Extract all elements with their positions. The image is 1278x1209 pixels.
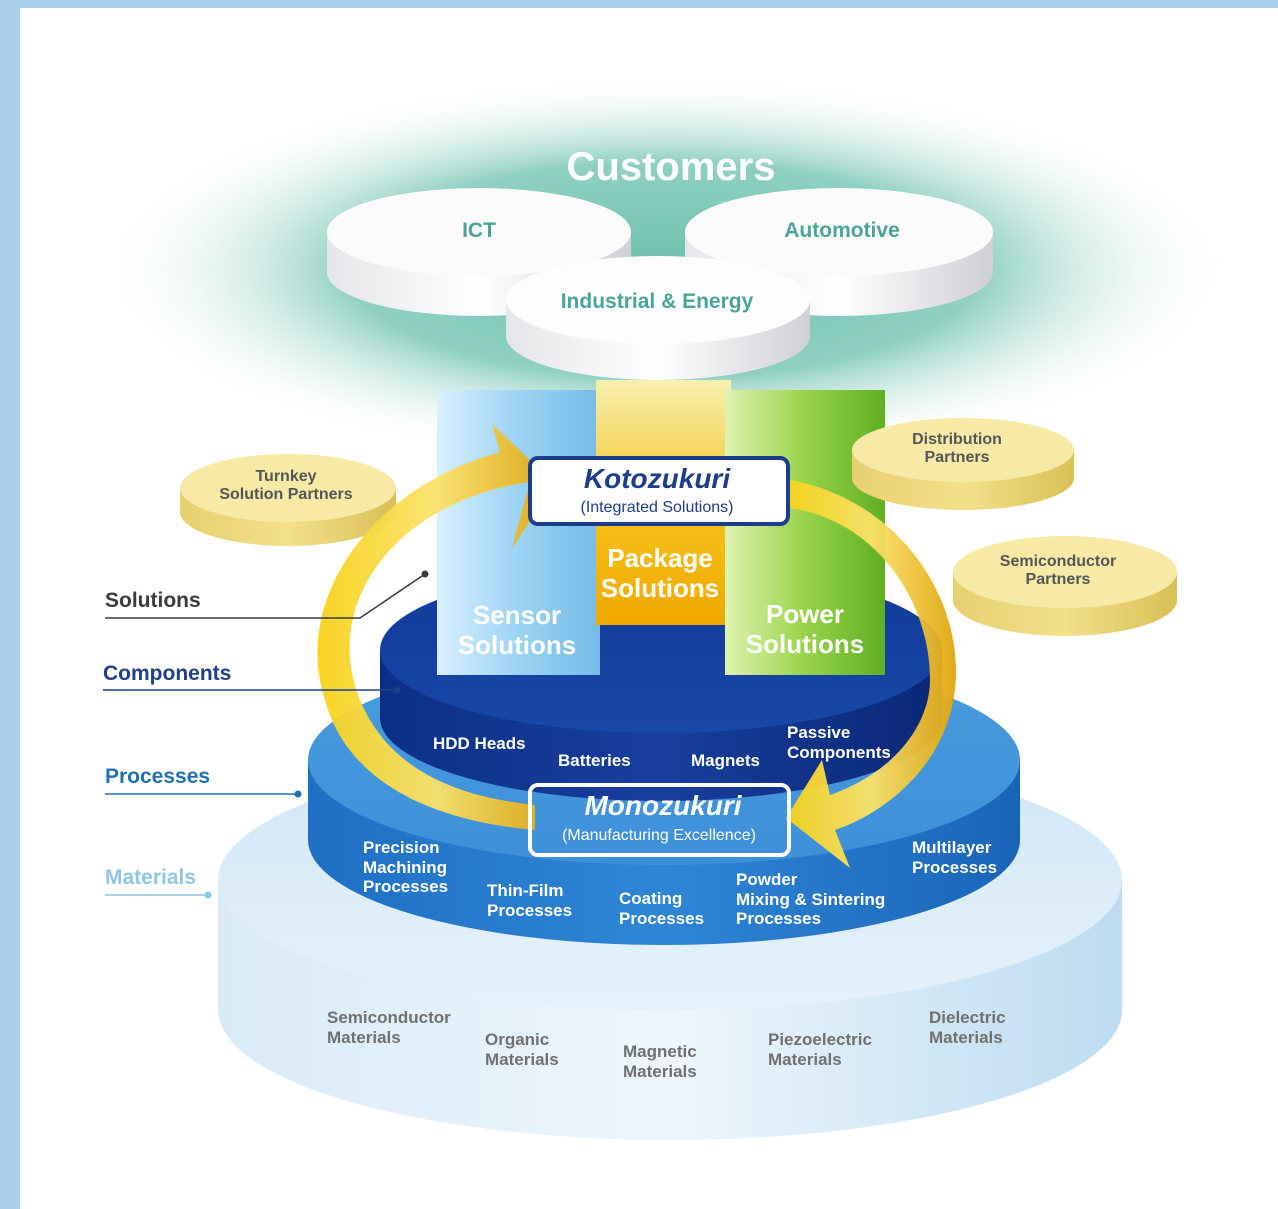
semiconductor-partners-label: Semiconductor Partners xyxy=(999,553,1117,589)
material-magnetic: Magnetic Materials xyxy=(623,1042,697,1081)
component-batteries: Batteries xyxy=(558,751,631,770)
sensor-solutions-label: Sensor Solutions xyxy=(457,600,577,660)
process-powder-mixing-sintering: Powder Mixing & Sintering Processes xyxy=(736,870,886,929)
process-thin-film: Thin-Film Processes xyxy=(487,881,573,920)
customers-title: Customers xyxy=(566,145,776,189)
market-ict: ICT xyxy=(462,219,496,242)
industrial-energy-disc xyxy=(506,256,810,380)
package-solutions-label: Package Solutions xyxy=(600,543,720,603)
level-solutions-label: Solutions xyxy=(105,589,201,612)
component-passive-components: Passive Components xyxy=(787,723,891,762)
semiconductor-partners-coin xyxy=(953,536,1177,636)
level-materials-label: Materials xyxy=(105,866,197,889)
turnkey-partners-coin xyxy=(180,454,396,546)
process-coating: Coating Processes xyxy=(619,889,705,928)
power-solutions-label: Power Solutions xyxy=(745,599,865,659)
distribution-partners-label: Distribution Partners xyxy=(912,431,1002,467)
kotozukuri-title: Kotozukuri xyxy=(583,463,731,494)
level-components-label: Components xyxy=(103,662,232,685)
kotozukuri-box xyxy=(528,456,790,526)
material-dielectric: Dielectric Materials xyxy=(929,1008,1006,1047)
monozukuri-subtitle: (Manufacturing Excellence) xyxy=(562,827,756,844)
frame-top-border xyxy=(0,0,1278,8)
kotozukuri-subtitle: (Integrated Solutions) xyxy=(580,499,734,516)
process-multilayer: Multilayer Processes xyxy=(912,838,998,877)
component-magnets: Magnets xyxy=(691,751,760,770)
process-precision-machining: Precision Machining Processes xyxy=(363,838,449,897)
market-automotive: Automotive xyxy=(784,219,900,242)
monozukuri-box xyxy=(528,783,791,857)
material-piezoelectric: Piezoelectric Materials xyxy=(768,1030,872,1069)
level-processes-label: Processes xyxy=(105,765,211,788)
distribution-partners-coin xyxy=(852,418,1074,510)
material-semiconductor: Semiconductor Materials xyxy=(327,1008,451,1047)
left-cycle-arrow xyxy=(317,424,555,830)
market-industrial-energy: Industrial & Energy xyxy=(560,290,754,313)
monozukuri-title: Monozukuri xyxy=(584,790,742,821)
right-cycle-arrow xyxy=(786,480,957,868)
solutions-leader-line xyxy=(105,573,426,619)
turnkey-partners-label: Turnkey Solution Partners xyxy=(219,468,353,504)
material-organic: Organic Materials xyxy=(485,1030,559,1069)
frame-left-border xyxy=(0,0,20,1209)
component-hdd-heads: HDD Heads xyxy=(433,734,526,753)
